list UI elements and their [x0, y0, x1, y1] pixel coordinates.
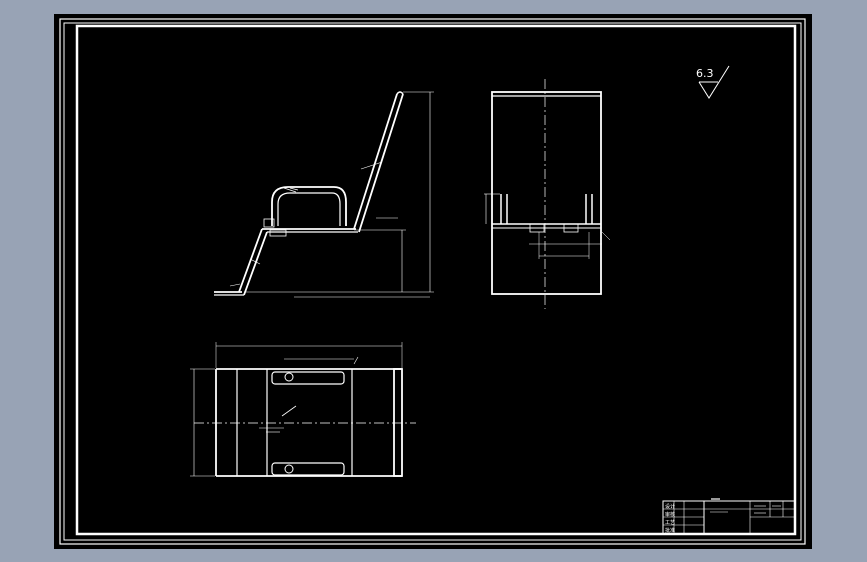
cad-viewport[interactable]: 6.3 [54, 14, 812, 549]
title-block-label-0: 设计 [665, 503, 675, 510]
title-block-label-1: 审核 [665, 511, 675, 518]
roughness-value: 6.3 [696, 67, 714, 80]
title-block-label-3: 批准 [665, 527, 675, 534]
outer-border-inner [63, 22, 802, 541]
title-block-label-2: 工艺 [665, 520, 675, 526]
title-block: 设计 审核 工艺 批准 [662, 498, 796, 535]
front-view [484, 79, 611, 309]
side-view [214, 91, 434, 298]
roughness-symbol: 6.3 [696, 65, 730, 99]
outer-border [59, 18, 806, 545]
top-view [190, 342, 416, 477]
drawing-sheet: 6.3 [59, 18, 806, 545]
drawing-frame [75, 24, 797, 536]
